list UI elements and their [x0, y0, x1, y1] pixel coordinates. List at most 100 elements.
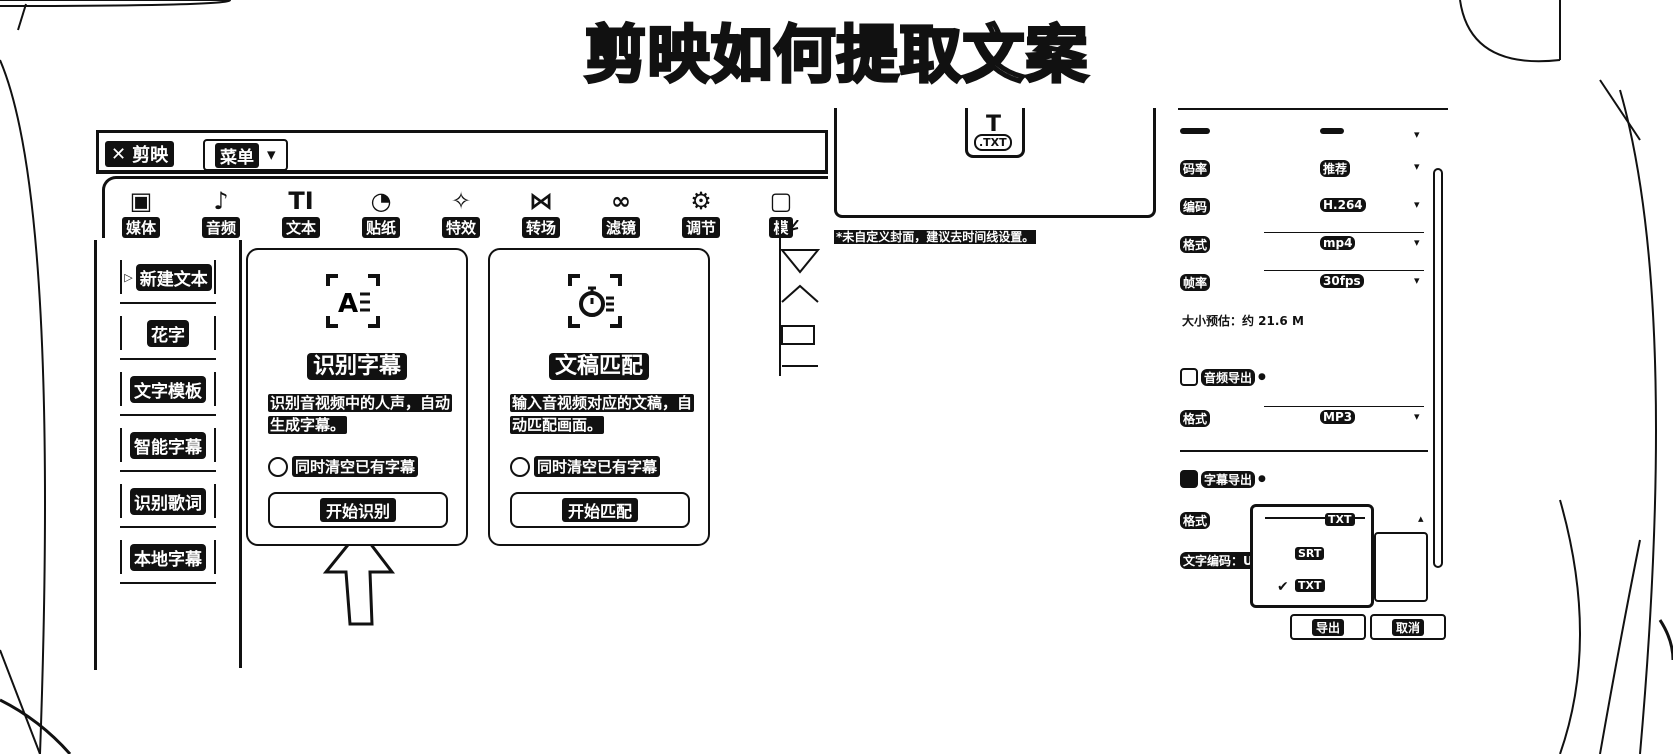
setting-row[interactable]: 码率 推荐 ▾ [1180, 160, 1430, 184]
export-button[interactable]: 导出 [1290, 614, 1366, 640]
page-title: 剪映如何提取文案 [583, 17, 1089, 93]
clear-existing-checkbox[interactable]: 同时清空已有字幕 [268, 456, 419, 477]
toolbar-filter[interactable]: ∞滤镜 [591, 187, 651, 238]
panel-top-border [1178, 108, 1448, 110]
setting-key: 编码 [1180, 198, 1211, 215]
setting-row[interactable]: 格式 mp4 ▾ [1180, 232, 1430, 260]
toolbar-sticker[interactable]: ◔贴纸 [351, 187, 411, 238]
checkbox-label: 同时清空已有字幕 [534, 456, 661, 477]
dropdown-option-txt[interactable]: TXT [1295, 579, 1325, 592]
card-title: 识别字幕 [306, 353, 407, 380]
card-script-match: 文稿匹配 输入音视频对应的文稿，自动匹配画面。 同时清空已有字幕 开始匹配 [488, 248, 710, 546]
cover-hint: *未自定义封面，建议去时间线设置。 [834, 230, 1037, 244]
chevron-up-icon[interactable]: ▴ [1418, 512, 1424, 525]
sidebar-item-5[interactable]: 本地字幕 [120, 540, 216, 574]
chevron-down-icon[interactable]: ▾ [1414, 236, 1420, 249]
menu-label: 菜单 [215, 142, 259, 168]
sidebar-item-label: 识别歌词 [130, 487, 206, 515]
toolbar-label: 文本 [281, 217, 320, 238]
settings-scrollbar[interactable] [1433, 168, 1443, 568]
divider [120, 526, 216, 528]
start-recognize-button[interactable]: 开始识别 [268, 492, 448, 528]
audio-export-checkbox[interactable] [1180, 368, 1198, 386]
button-label: 开始识别 [319, 498, 396, 522]
setting-row[interactable]: 编码 H.264 ▾ [1180, 198, 1430, 222]
divider [1180, 450, 1428, 452]
setting-value: H.264 [1320, 198, 1366, 212]
subtitle-format-dropdown[interactable]: TXT SRT ✔ TXT [1250, 504, 1374, 608]
panel-scroll-controls [778, 219, 822, 376]
toolbar-label: 媒体 [121, 217, 160, 238]
setting-value: 30fps [1320, 274, 1364, 288]
dropdown-shadow-box [1374, 532, 1428, 602]
adjust-icon: ⚙ [690, 187, 712, 215]
text-sidebar: ▷新建文本花字文字模板智能字幕识别歌词本地字幕 [96, 240, 242, 668]
checkbox-circle[interactable] [268, 456, 288, 477]
section-label: 音频导出 [1201, 368, 1256, 386]
script-match-icon [568, 274, 622, 328]
encoding-row: 文字编码：Un [1180, 552, 1430, 576]
chevron-down-icon[interactable]: ▾ [1414, 160, 1420, 173]
size-estimate: 大小预估：约 21.6 M [1182, 314, 1304, 328]
setting-key: 格式 [1180, 236, 1211, 253]
menu-button[interactable]: 菜单 ▾ [203, 139, 288, 171]
filter-icon: ∞ [611, 187, 631, 215]
toolbar-transition[interactable]: ⋈转场 [511, 187, 571, 238]
start-match-button[interactable]: 开始匹配 [510, 492, 690, 528]
card-recognize-subtitle: A 识别字幕 识别音视频中的人声，自动生成字幕。 同时清空已有字幕 开始识别 [246, 248, 468, 546]
chevron-down-icon[interactable]: ▾ [1414, 198, 1420, 211]
checkbox-label: 同时清空已有字幕 [292, 456, 419, 477]
toolbar-adjust[interactable]: ⚙调节 [671, 187, 731, 238]
sidebar-item-1[interactable]: 花字 [120, 316, 216, 350]
divider [120, 470, 216, 472]
checkbox-circle[interactable] [510, 456, 530, 477]
export-settings-panel: ▾ 码率 推荐 ▾ 编码 H.264 ▾ 格式 mp4 ▾ 帧率 30fps ▾ [1180, 108, 1448, 648]
cancel-button[interactable]: 取消 [1370, 614, 1446, 640]
sidebar-item-label: 文字模板 [130, 375, 206, 403]
sidebar-item-3[interactable]: 智能字幕 [120, 428, 216, 462]
sidebar-item-label: 花字 [147, 319, 189, 347]
chevron-down-icon: ▾ [267, 145, 276, 165]
setting-key: 码率 [1180, 160, 1211, 177]
subtitle-export-toggle[interactable]: 字幕导出 ● [1180, 470, 1266, 488]
chevron-down-icon[interactable]: ▾ [1414, 128, 1420, 141]
clear-existing-checkbox[interactable]: 同时清空已有字幕 [510, 456, 661, 477]
subtitle-format-row[interactable]: 格式 ▴ [1180, 512, 1430, 536]
audio-icon: ♪ [213, 187, 229, 215]
check-icon: ✔ [1277, 579, 1289, 595]
app-logo: ✕ 剪映 [105, 141, 175, 167]
toolbar-effects[interactable]: ✧特效 [431, 187, 491, 238]
toolbar-label: 调节 [681, 217, 720, 238]
section-label: 字幕导出 [1201, 470, 1256, 488]
toolbar-media[interactable]: ▣媒体 [111, 187, 171, 238]
subtitle-export-checkbox[interactable] [1180, 470, 1198, 488]
selected-format: TXT [1325, 513, 1355, 526]
play-icon: ▷ [124, 270, 133, 284]
divider [120, 358, 216, 360]
info-icon: ● [1258, 474, 1266, 484]
setting-value: mp4 [1320, 236, 1356, 250]
toolbar-audio[interactable]: ♪音频 [191, 187, 251, 238]
button-label: 开始匹配 [561, 498, 638, 522]
setting-key: 帧率 [1180, 274, 1211, 291]
chevron-down-icon[interactable]: ▾ [1414, 410, 1420, 423]
encoding-label: 文字编码：Un [1180, 552, 1265, 569]
card-title: 文稿匹配 [548, 353, 649, 380]
effects-icon: ✧ [450, 187, 472, 215]
media-icon: ▣ [129, 187, 153, 215]
dropdown-option-srt[interactable]: SRT [1295, 547, 1325, 560]
chevron-down-icon[interactable]: ▾ [1414, 274, 1420, 287]
setting-value: 推荐 [1320, 160, 1351, 177]
cover-preview: T .TXT [834, 108, 1156, 218]
app-topbar: ✕ 剪映 菜单 ▾ [96, 130, 828, 174]
sidebar-item-0[interactable]: ▷新建文本 [120, 260, 216, 294]
audio-export-toggle[interactable]: 音频导出 ● [1180, 368, 1266, 386]
sidebar-item-2[interactable]: 文字模板 [120, 372, 216, 406]
info-icon: ● [1258, 372, 1266, 382]
sidebar-item-4[interactable]: 识别歌词 [120, 484, 216, 518]
audio-format-row[interactable]: 格式 MP3 ▾ [1180, 406, 1430, 434]
button-label: 取消 [1391, 618, 1424, 636]
setting-row[interactable]: 帧率 30fps ▾ [1180, 270, 1430, 298]
